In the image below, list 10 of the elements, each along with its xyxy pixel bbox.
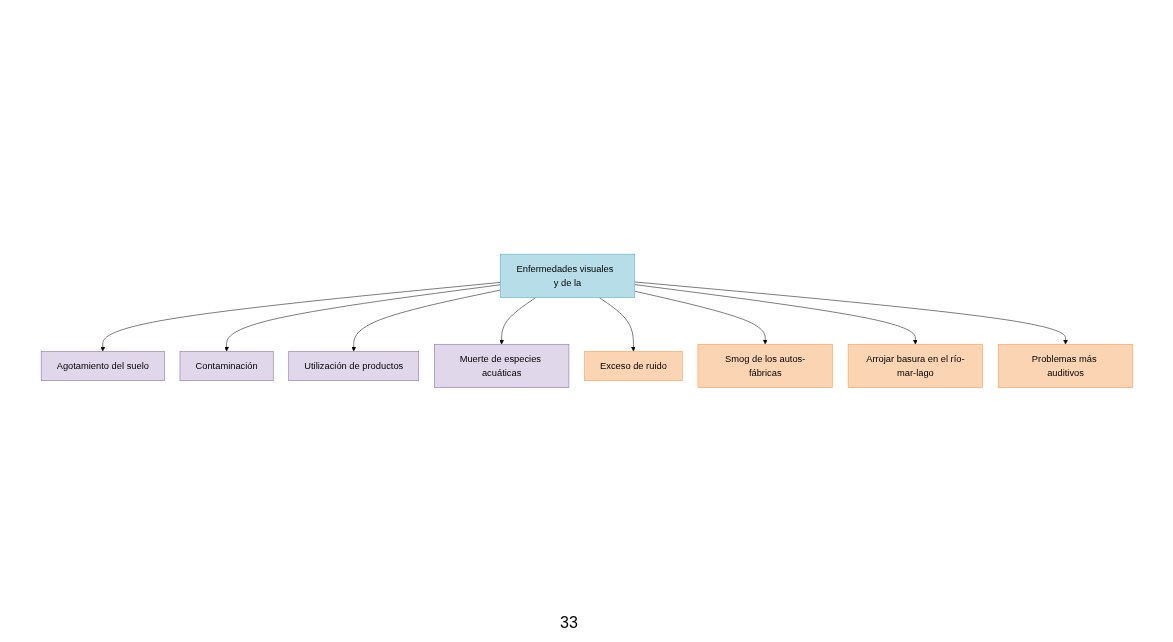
node-box: Utilización de productos xyxy=(288,351,419,382)
page-number: 33 xyxy=(560,614,578,631)
node-box: Enfermedades visuales y de la xyxy=(499,253,635,298)
node-box: Exceso de ruido xyxy=(583,351,683,382)
node-box: Contaminación xyxy=(179,351,273,382)
node-box: Muerte de especies acuáticas xyxy=(433,344,569,389)
node-box: Problemas más auditivos xyxy=(997,344,1133,389)
node-box: Arrojar basura en el río-mar-lago xyxy=(847,344,983,389)
node-box: Smog de los autos-fábricas xyxy=(697,344,833,389)
node-box: Agotamiento del suelo xyxy=(40,351,165,382)
